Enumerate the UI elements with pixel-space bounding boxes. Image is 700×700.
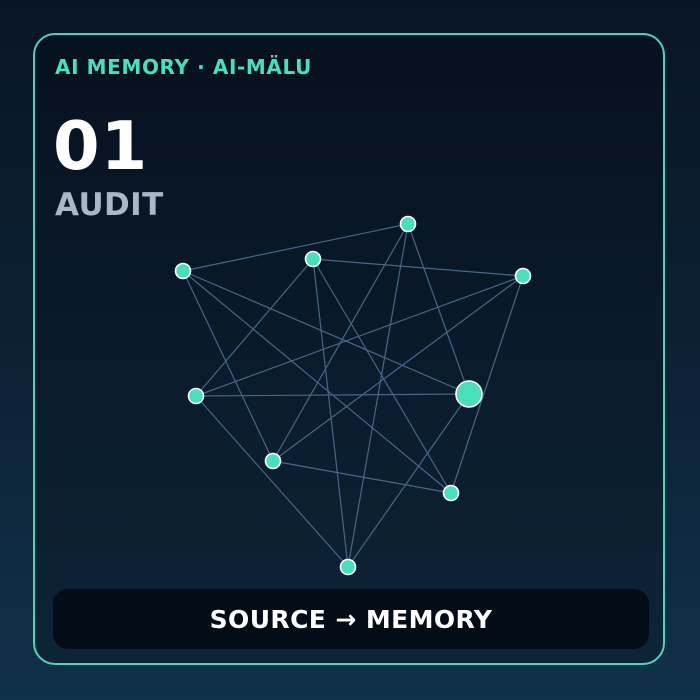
network-edge — [312, 258, 349, 568]
source-memory-footer: SOURCE → MEMORY — [53, 589, 649, 649]
network-edge — [182, 270, 452, 494]
network-edge — [450, 275, 524, 494]
network-edge — [347, 223, 409, 568]
network-node — [304, 250, 322, 268]
card-eyebrow: AI MEMORY · AI-MÄLU — [55, 55, 312, 79]
network-edge — [312, 258, 524, 277]
network-nodes — [174, 215, 532, 576]
network-edge — [182, 223, 409, 272]
network-node — [399, 215, 417, 233]
network-edge — [272, 223, 409, 462]
network-edge — [195, 275, 524, 397]
network-node — [339, 558, 357, 576]
step-number: 01 — [53, 107, 149, 185]
network-edge — [195, 395, 349, 568]
network-node — [187, 387, 205, 405]
network-node — [174, 262, 192, 280]
step-label: AUDIT — [55, 187, 164, 223]
network-edge — [195, 258, 314, 397]
network-edges — [182, 223, 524, 568]
network-node — [264, 452, 282, 470]
network-edge — [407, 223, 470, 395]
network-edge — [182, 270, 274, 462]
footer-label: SOURCE → MEMORY — [209, 604, 493, 634]
network-node-large — [455, 380, 483, 408]
network-edge — [195, 393, 470, 397]
network-edge — [272, 460, 452, 494]
network-edge — [182, 270, 470, 395]
network-node — [442, 484, 460, 502]
network-node — [514, 267, 532, 285]
network-edge — [312, 258, 452, 494]
network-edge — [272, 275, 524, 462]
memory-card: AI MEMORY · AI-MÄLU 01 AUDIT — [33, 33, 665, 665]
network-edge — [347, 393, 470, 568]
